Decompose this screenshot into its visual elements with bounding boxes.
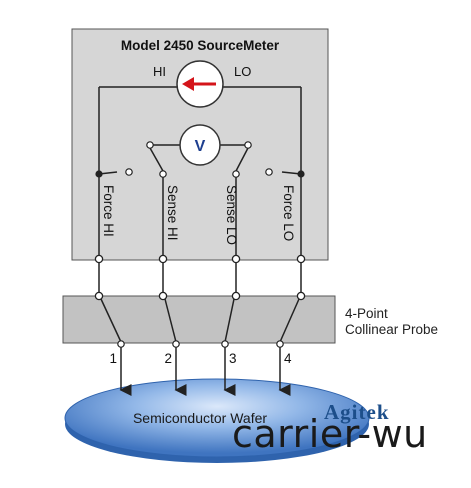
semiconductor-wafer: [64, 378, 370, 458]
pin-label-2: 2: [164, 351, 172, 366]
lo-label: LO: [234, 64, 251, 79]
terminal-label-sense-hi: Sense HI: [165, 185, 180, 241]
sourcemeter-title: Model 2450 SourceMeter: [121, 38, 280, 53]
watermark-brand: Agitek: [324, 400, 390, 424]
probe-label-line2: Collinear Probe: [345, 322, 438, 337]
probe-label-line1: 4-Point: [345, 306, 388, 321]
watermark-text: carrier-wu: [232, 412, 428, 456]
wafer-label: Semiconductor Wafer: [133, 410, 267, 426]
probe-head: [62, 295, 336, 344]
voltmeter-symbol: V: [195, 138, 206, 155]
voltmeter-icon: [179, 124, 221, 166]
pin-label-4: 4: [284, 351, 292, 366]
pin-label-1: 1: [109, 351, 117, 366]
hi-label: HI: [153, 64, 166, 79]
terminal-label-force-hi: Force HI: [101, 185, 116, 237]
terminal-label-sense-lo: Sense LO: [224, 185, 239, 245]
pin-label-3: 3: [229, 351, 237, 366]
current-direction-arrow-icon: [182, 77, 194, 91]
terminal-label-force-lo: Force LO: [281, 185, 296, 241]
